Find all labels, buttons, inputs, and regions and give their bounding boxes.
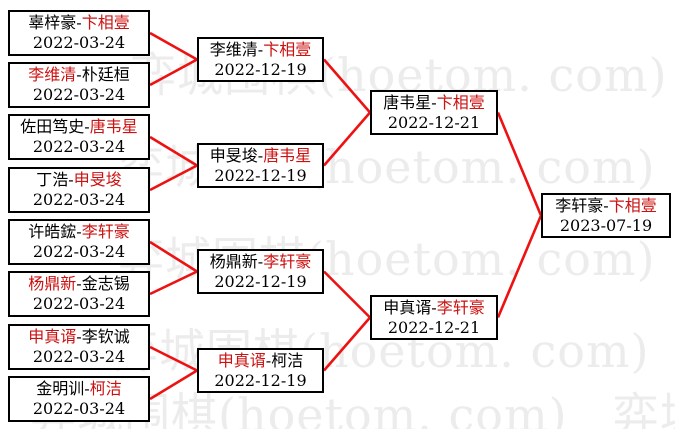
match-date: 2023-07-19 bbox=[559, 215, 653, 235]
player1-name: 申旻埈 bbox=[209, 145, 258, 165]
players-separator: - bbox=[76, 13, 82, 32]
players-separator: - bbox=[431, 92, 437, 112]
match-players: 申真谞-柯洁 bbox=[218, 351, 303, 371]
match-date: 2022-03-24 bbox=[32, 294, 126, 313]
player2-name: 唐韦星 bbox=[263, 145, 312, 165]
match-players: 李维清-朴廷桓 bbox=[28, 65, 129, 85]
match-r1-5: 许皓鋐-李轩豪 2022-03-24 bbox=[8, 219, 150, 265]
watermark-text: 弈城围棋(hoetom. com) bbox=[612, 388, 675, 429]
match-date: 2022-12-19 bbox=[214, 165, 307, 185]
players-separator: - bbox=[76, 274, 82, 293]
match-date: 2022-12-19 bbox=[214, 271, 307, 291]
match-players: 申真谞-李钦诚 bbox=[28, 327, 129, 347]
players-separator: - bbox=[257, 145, 264, 165]
match-final: 李轩豪-卞相壹 2023-07-19 bbox=[541, 193, 671, 238]
players-separator: - bbox=[76, 222, 82, 241]
player2-name: 朴廷桓 bbox=[81, 65, 130, 84]
match-r1-8: 金明训-柯洁 2022-03-24 bbox=[8, 376, 150, 422]
players-separator: - bbox=[603, 195, 609, 215]
match-date: 2022-03-24 bbox=[32, 399, 126, 418]
match-players: 辜梓豪-卞相壹 bbox=[28, 13, 129, 33]
player1-name: 李维清 bbox=[28, 65, 77, 84]
match-date: 2022-03-24 bbox=[32, 137, 126, 156]
match-players: 佐田笃史-唐韦星 bbox=[20, 117, 137, 137]
match-r2-4: 申真谞-柯洁 2022-12-19 bbox=[197, 348, 324, 393]
player2-name: 卞相壹 bbox=[436, 92, 485, 112]
player1-name: 辜梓豪 bbox=[28, 13, 77, 32]
player2-name: 李轩豪 bbox=[81, 222, 130, 241]
player2-name: 李钦诚 bbox=[81, 327, 130, 346]
match-players: 申旻埈-唐韦星 bbox=[210, 146, 311, 166]
match-players: 李维清-卞相壹 bbox=[210, 40, 311, 60]
match-date: 2022-03-24 bbox=[32, 85, 126, 104]
match-players: 杨鼎新-李轩豪 bbox=[210, 252, 311, 272]
match-players: 唐韦星-卞相壹 bbox=[383, 93, 484, 113]
player2-name: 卞相壹 bbox=[263, 39, 312, 59]
match-r2-1: 李维清-卞相壹 2022-12-19 bbox=[197, 37, 324, 82]
players-separator: - bbox=[84, 379, 90, 398]
player2-name: 李轩豪 bbox=[436, 297, 485, 317]
match-date: 2022-12-21 bbox=[387, 317, 481, 337]
match-r1-1: 辜梓豪-卞相壹 2022-03-24 bbox=[8, 10, 150, 56]
match-players: 丁浩-申旻埈 bbox=[36, 170, 121, 190]
players-separator: - bbox=[257, 251, 264, 271]
players-separator: - bbox=[431, 297, 437, 317]
match-players: 许皓鋐-李轩豪 bbox=[28, 222, 129, 242]
match-sf-2: 申真谞-李轩豪 2022-12-21 bbox=[370, 295, 498, 340]
player1-name: 杨鼎新 bbox=[28, 274, 77, 293]
player2-name: 柯洁 bbox=[271, 350, 304, 370]
player1-name: 唐韦星 bbox=[383, 92, 432, 112]
match-date: 2022-03-24 bbox=[32, 347, 126, 366]
match-r2-3: 杨鼎新-李轩豪 2022-12-19 bbox=[197, 249, 324, 294]
players-separator: - bbox=[84, 117, 90, 136]
player1-name: 申真谞 bbox=[383, 297, 432, 317]
player1-name: 李维清 bbox=[209, 39, 258, 59]
match-players: 杨鼎新-金志锡 bbox=[28, 274, 129, 294]
players-separator: - bbox=[265, 350, 272, 370]
match-r1-3: 佐田笃史-唐韦星 2022-03-24 bbox=[8, 114, 150, 160]
match-players: 金明训-柯洁 bbox=[36, 379, 121, 399]
player2-name: 卞相壹 bbox=[608, 195, 657, 215]
match-date: 2022-12-19 bbox=[214, 370, 307, 390]
player1-name: 申真谞 bbox=[217, 350, 266, 370]
match-sf-1: 唐韦星-卞相壹 2022-12-21 bbox=[370, 90, 498, 135]
match-date: 2022-12-21 bbox=[387, 112, 481, 132]
match-r1-4: 丁浩-申旻埈 2022-03-24 bbox=[8, 167, 150, 213]
match-r2-2: 申旻埈-唐韦星 2022-12-19 bbox=[197, 143, 324, 188]
match-r1-6: 杨鼎新-金志锡 2022-03-24 bbox=[8, 271, 150, 317]
player2-name: 李轩豪 bbox=[263, 251, 312, 271]
player2-name: 金志锡 bbox=[81, 274, 130, 293]
players-separator: - bbox=[257, 39, 264, 59]
player2-name: 唐韦星 bbox=[89, 117, 138, 136]
player1-name: 杨鼎新 bbox=[209, 251, 258, 271]
match-players: 申真谞-李轩豪 bbox=[383, 298, 484, 318]
player2-name: 申旻埈 bbox=[73, 170, 122, 189]
player1-name: 许皓鋐 bbox=[28, 222, 77, 241]
players-separator: - bbox=[76, 327, 82, 346]
match-date: 2022-03-24 bbox=[32, 190, 126, 209]
player2-name: 柯洁 bbox=[89, 379, 122, 398]
player1-name: 丁浩 bbox=[36, 170, 69, 189]
match-date: 2022-12-19 bbox=[214, 59, 307, 79]
match-r1-2: 李维清-朴廷桓 2022-03-24 bbox=[8, 62, 150, 108]
player2-name: 卞相壹 bbox=[81, 13, 130, 32]
players-separator: - bbox=[76, 65, 82, 84]
players-separator: - bbox=[68, 170, 74, 189]
player1-name: 佐田笃史 bbox=[20, 117, 85, 136]
player1-name: 申真谞 bbox=[28, 327, 77, 346]
player1-name: 李轩豪 bbox=[555, 195, 604, 215]
match-r1-7: 申真谞-李钦诚 2022-03-24 bbox=[8, 324, 150, 370]
player1-name: 金明训 bbox=[36, 379, 85, 398]
match-players: 李轩豪-卞相壹 bbox=[555, 196, 656, 216]
match-date: 2022-03-24 bbox=[32, 242, 126, 261]
match-date: 2022-03-24 bbox=[32, 33, 126, 52]
